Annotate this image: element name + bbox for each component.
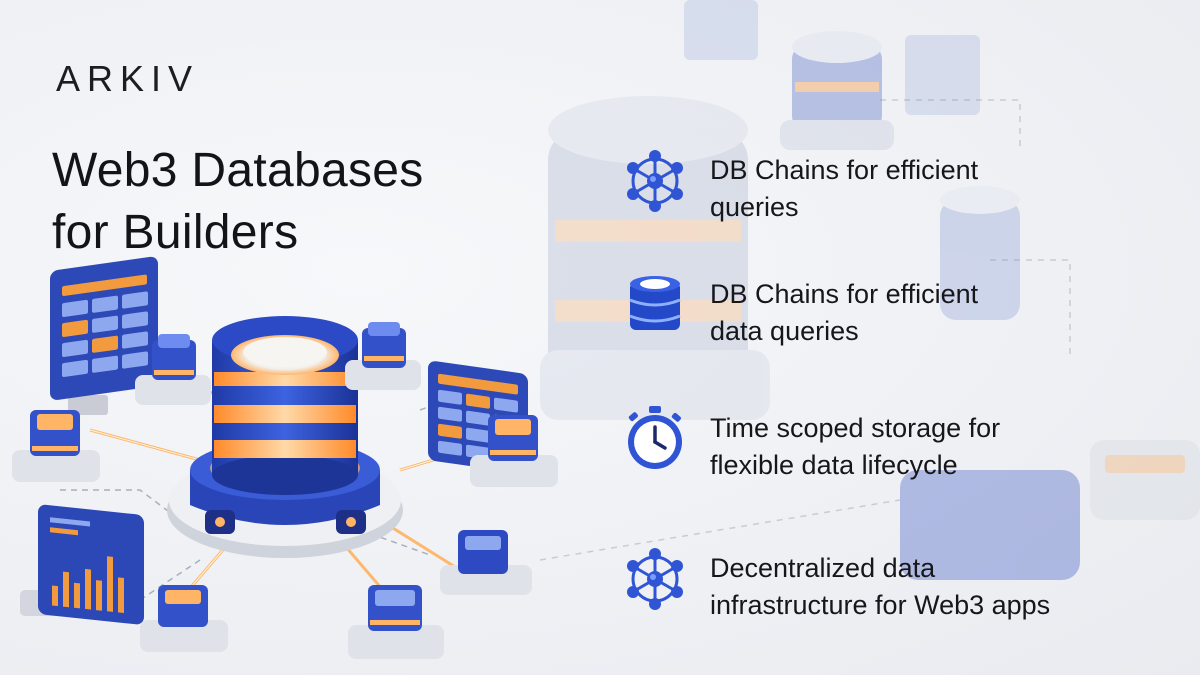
network-nodes-icon (627, 150, 683, 212)
central-database (167, 316, 403, 558)
node-cube-3 (12, 410, 100, 482)
page-title: Web3 Databases for Builders (52, 140, 424, 264)
feature-text: Decentralized data infrastructure for We… (710, 553, 1051, 620)
background-panels (684, 0, 1200, 580)
feature-text: Time scoped storage for flexible data li… (710, 413, 1001, 480)
background-top-database (780, 31, 894, 150)
network-nodes-icon (627, 548, 683, 610)
node-cube-4 (470, 415, 558, 487)
chart-monitor (20, 504, 144, 625)
node-cube-7 (348, 585, 444, 659)
node-cube-6 (140, 585, 228, 652)
feature-text: DB Chains for efficient queries (710, 155, 979, 222)
feature-text: DB Chains for efficient data queries (710, 279, 979, 346)
feature-item-decentralized-infrastructure: Decentralized data infrastructure for We… (620, 544, 1180, 624)
database-stack-icon (629, 276, 681, 330)
node-cube-5 (440, 530, 532, 595)
brand-logo: ARKIV (56, 58, 200, 99)
feature-item-db-chains-data-queries: DB Chains for efficient data queries (620, 270, 1180, 350)
title-line-2: for Builders (52, 206, 299, 259)
node-cube-2 (345, 322, 421, 390)
feature-item-time-scoped-storage: Time scoped storage for flexible data li… (620, 404, 1180, 484)
node-cube-1 (135, 334, 211, 405)
title-line-1: Web3 Databases (52, 144, 424, 197)
stopwatch-icon (628, 406, 682, 469)
background-faded-database (540, 96, 770, 420)
feature-item-db-chains-queries: DB Chains for efficient queries (620, 146, 1180, 226)
spreadsheet-monitor-left (50, 256, 158, 415)
